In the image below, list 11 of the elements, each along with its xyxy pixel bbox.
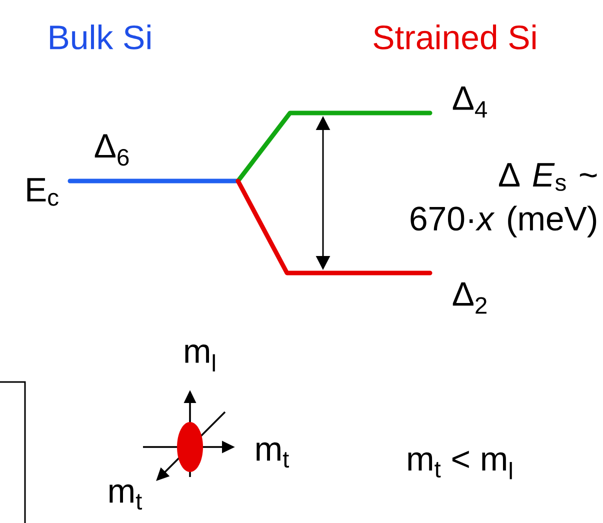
level-label: E$_{c}$ xyxy=(27,178,58,206)
mass-label: m$_{t}$ xyxy=(256,442,289,468)
level-label: Δ$_{2}$ xyxy=(452,282,486,314)
heading: Bulk Si xyxy=(50,24,150,50)
level-label: Δ$_{6}$ xyxy=(94,134,129,166)
mass-label: m$_{t}$ xyxy=(110,484,142,510)
mass-label: m$_{l}$ xyxy=(185,344,215,372)
heading: Strained Si xyxy=(374,24,536,50)
level-label: Δ$_{4}$ xyxy=(452,86,487,118)
energy-gap-label: Δ E$_{s}$ ~ 670·x (meV) xyxy=(410,163,597,238)
relation-text: m$_{t}$ < m$_{l}$ xyxy=(408,450,512,480)
